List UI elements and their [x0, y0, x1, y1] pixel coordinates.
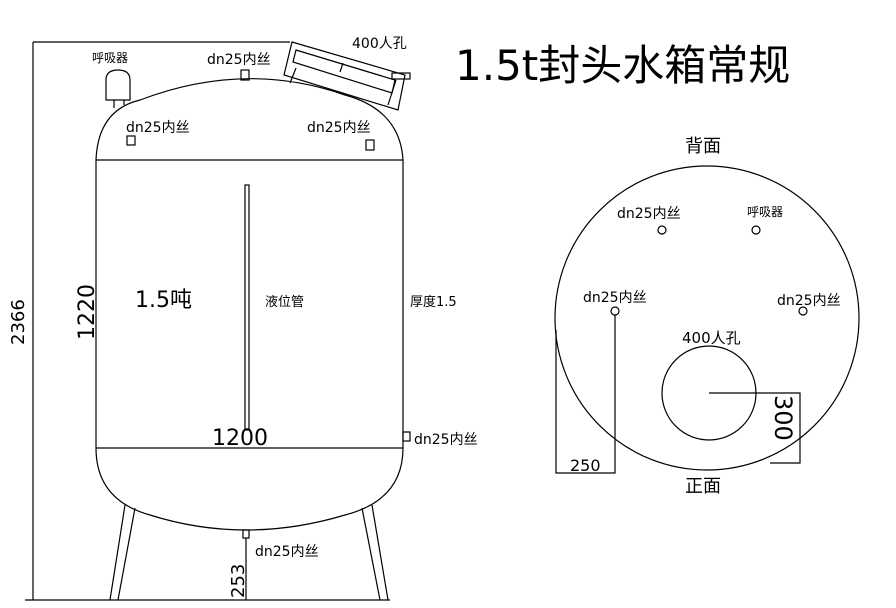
top-port-label: dn25内丝 — [207, 52, 271, 68]
breather-label: 呼吸器 — [92, 51, 128, 65]
dim-leg-height: 253 — [228, 564, 249, 598]
manhole-icon — [283, 41, 411, 111]
right-port-icon — [365, 139, 375, 151]
leg-right-inner — [371, 504, 389, 601]
port-left-label: dn25内丝 — [583, 290, 647, 306]
breather-top-icon — [751, 225, 761, 235]
port-top-left-label: dn25内丝 — [617, 206, 681, 222]
right-port-label: dn25内丝 — [307, 120, 371, 136]
tank-shell-bottom — [95, 447, 404, 531]
back-label: 背面 — [685, 136, 721, 157]
thickness-label: 厚度1.5 — [410, 294, 457, 310]
dim-offset: 250 — [570, 456, 601, 475]
dim-body-height: 1220 — [75, 284, 100, 340]
gauge-label: 液位管 — [265, 295, 304, 310]
bottom-port-label: dn25内丝 — [255, 544, 319, 560]
drawing-title: 1.5t封头水箱常规 — [455, 41, 790, 90]
manhole-label: 400人孔 — [352, 36, 407, 52]
dim-diameter: 1200 — [212, 426, 268, 451]
leg-left-inner — [109, 504, 126, 601]
breather-top-label: 呼吸器 — [747, 205, 783, 219]
leg-right — [361, 507, 381, 601]
bottom-port-icon — [242, 529, 250, 539]
port-top-left-icon — [657, 225, 667, 235]
port-left-icon — [610, 306, 620, 316]
dim-line-offset — [555, 315, 616, 474]
level-gauge-tube — [244, 184, 250, 431]
port-right-label: dn25内丝 — [777, 293, 841, 309]
side-port-icon — [402, 431, 411, 442]
breather-icon — [105, 69, 131, 101]
left-port-label: dn25内丝 — [126, 120, 190, 136]
dim-line-manhole — [709, 392, 801, 464]
top-view: 背面 正面 dn25内丝 呼吸器 dn25内丝 dn25内丝 400人孔 250… — [554, 136, 860, 497]
tank-shell-top — [95, 78, 404, 448]
left-port-icon — [126, 135, 136, 146]
capacity-label: 1.5吨 — [135, 288, 192, 313]
leg-left — [117, 507, 136, 601]
top-port-icon — [240, 69, 250, 81]
front-label: 正面 — [685, 476, 721, 497]
manhole-top-label: 400人孔 — [682, 329, 741, 347]
tank-outline-top — [554, 165, 860, 471]
side-port-label: dn25内丝 — [414, 432, 478, 448]
port-right-icon — [798, 306, 808, 316]
dim-manhole: 300 — [769, 395, 797, 441]
dim-total-height: 2366 — [8, 299, 29, 345]
side-view: 2366 1200 1220 呼吸器 dn25内丝 400人孔 — [8, 36, 478, 601]
